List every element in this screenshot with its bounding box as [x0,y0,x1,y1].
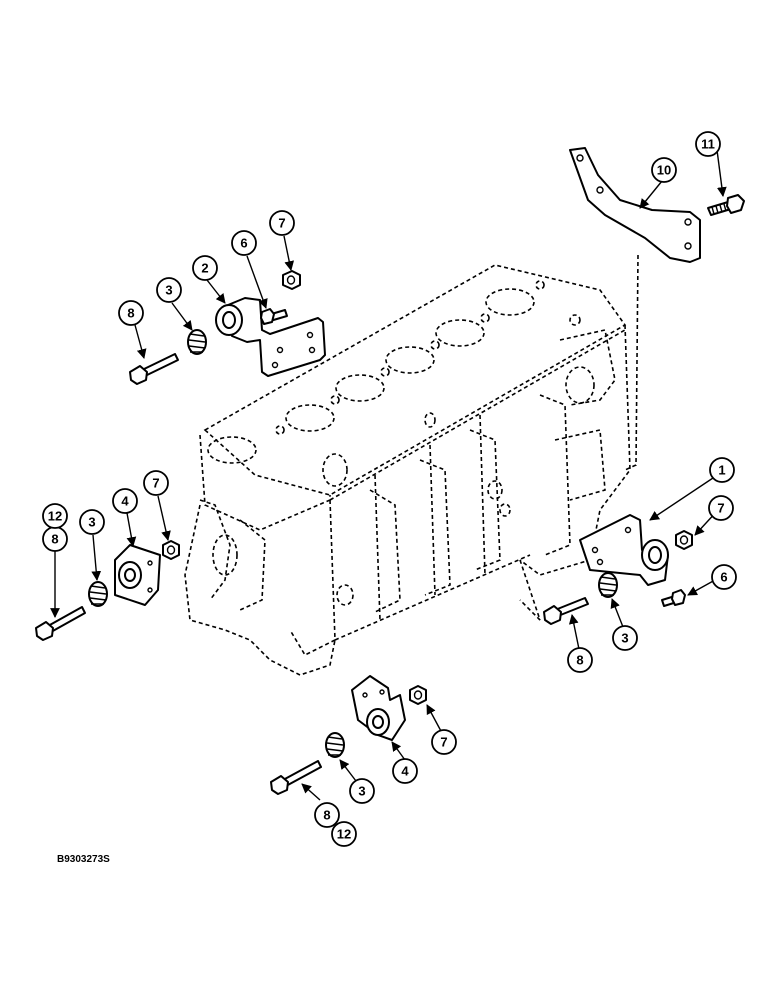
nut-7-upper [282,270,301,290]
svg-text:8: 8 [127,306,134,321]
callout-1: 1 [709,457,735,483]
svg-text:6: 6 [720,570,727,585]
callout-12-bottom: 12 [331,821,357,847]
bolt-8-bottom [270,760,322,795]
bolt-8-left [35,606,86,641]
bolt-6-upper [260,308,288,325]
svg-text:12: 12 [48,509,62,524]
callout-7-left: 7 [143,470,169,496]
svg-text:3: 3 [358,784,365,799]
callout-4-bottom: 4 [392,758,418,784]
svg-text:8: 8 [323,808,330,823]
callout-8-left: 8 [42,526,68,552]
svg-text:12: 12 [337,827,351,842]
figure-reference: B9303273S [57,854,110,865]
engine-block-phantom [184,264,631,676]
callout-8-bottom: 8 [314,802,340,828]
bushing-left [88,581,108,607]
svg-text:8: 8 [576,653,583,668]
svg-text:4: 4 [121,494,129,509]
bushing-upper-left [187,329,207,355]
svg-text:6: 6 [240,236,247,251]
svg-text:7: 7 [278,216,285,231]
nut-7-bottom [409,685,427,705]
callout-3-upper: 3 [156,277,182,303]
svg-text:3: 3 [621,631,628,646]
bushing-right [598,572,618,598]
callout-10: 10 [651,157,677,183]
callout-12-left: 12 [42,503,68,529]
svg-text:10: 10 [657,163,671,178]
svg-text:3: 3 [165,283,172,298]
svg-text:3: 3 [88,515,95,530]
callout-11: 11 [695,131,721,157]
callout-2: 2 [192,255,218,281]
svg-text:7: 7 [152,476,159,491]
svg-text:11: 11 [701,137,715,152]
lift-bracket [569,147,701,263]
callout-3-left: 3 [79,509,105,535]
alignment-line [624,254,639,471]
svg-text:1: 1 [718,463,725,478]
callout-3-right: 3 [612,625,638,651]
bolt-11 [707,194,745,216]
nut-7-left [162,540,180,560]
callout-8-upper: 8 [118,300,144,326]
callout-7-right: 7 [708,495,734,521]
svg-text:2: 2 [201,261,208,276]
svg-text:7: 7 [717,501,724,516]
callout-3-bottom: 3 [349,778,375,804]
svg-text:8: 8 [51,532,58,547]
callout-6-upper: 6 [231,230,257,256]
mount-bracket-2 [215,297,326,377]
mount-bracket-4-bottom [351,675,406,741]
bolt-8-right [543,597,589,625]
callout-6-right: 6 [711,564,737,590]
callout-7-upper: 7 [269,210,295,236]
nut-7-right [675,530,693,550]
bolt-6-right [661,589,686,607]
mount-bracket-1 [579,514,669,586]
svg-text:4: 4 [401,764,409,779]
callout-7-bottom: 7 [431,729,457,755]
bolt-8-upper [129,353,179,385]
callout-4-left: 4 [112,488,138,514]
callout-8-right: 8 [567,647,593,673]
bushing-bottom [325,732,345,758]
leader-lines [50,149,727,801]
mount-bracket-4-left [114,544,161,606]
svg-text:7: 7 [440,735,447,750]
